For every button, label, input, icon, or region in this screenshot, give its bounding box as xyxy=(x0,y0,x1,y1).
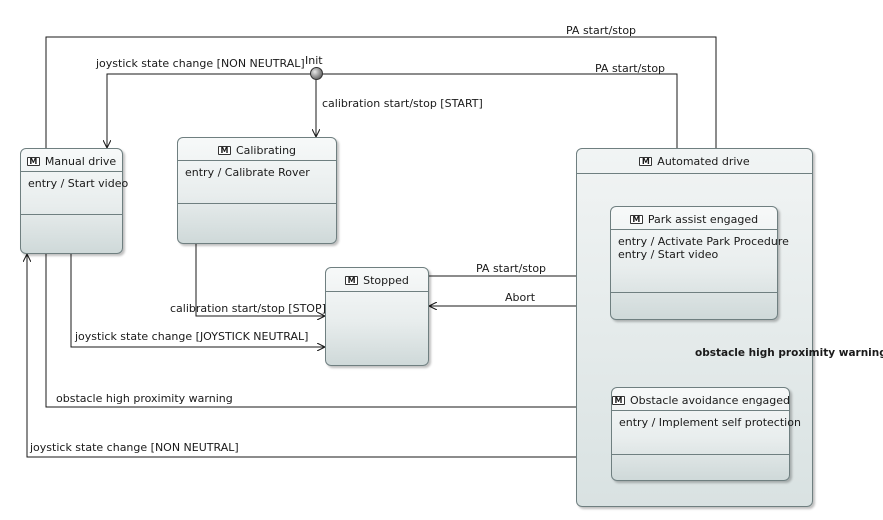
transition-manual-to-stopped xyxy=(70,254,325,347)
transition-label: PA start/stop xyxy=(595,62,666,75)
park-assist-entry-actions: entry / Activate Park Procedure entry / … xyxy=(611,230,789,293)
state-park-assist-engaged[interactable]: M Park assist engaged entry / Activate P… xyxy=(610,206,789,320)
transition-manual-to-obstacle xyxy=(45,254,611,407)
transition-calibrating-to-stopped xyxy=(195,244,325,316)
entry-action: entry / Activate Park Procedure xyxy=(618,235,789,248)
transition-manual-to-park-assist xyxy=(45,36,716,206)
module-icon: M xyxy=(345,276,359,285)
transition-automated-to-manual xyxy=(27,254,576,458)
park-assist-title: Park assist engaged xyxy=(647,212,759,226)
transition-label: joystick state change [NON NEUTRAL] xyxy=(30,441,239,454)
module-icon: M xyxy=(639,157,653,166)
module-icon: M xyxy=(217,146,231,155)
module-icon: M xyxy=(26,157,40,166)
transition-label: obstacle high proximity warning xyxy=(695,347,883,359)
transition-init-to-manual xyxy=(107,73,316,148)
transition-label: joystick state change [NON NEUTRAL] xyxy=(96,57,305,70)
initial-label: Init xyxy=(305,54,323,67)
transition-label: calibration start/stop [STOP] xyxy=(170,302,326,315)
entry-action: entry / Implement self protection xyxy=(619,416,801,429)
module-icon: M xyxy=(629,215,643,224)
obstacle-avoidance-header: M Obstacle avoidance engaged xyxy=(612,388,791,411)
calibrating-header: M Calibrating xyxy=(178,138,336,161)
automated-drive-title: Automated drive xyxy=(657,154,750,168)
manual-drive-title: Manual drive xyxy=(44,154,117,168)
state-manual-drive[interactable]: M Manual drive entry / Start video xyxy=(20,148,129,254)
park-assist-header: M Park assist engaged xyxy=(611,207,777,230)
automated-drive-header: M Automated drive xyxy=(577,149,812,174)
manual-drive-entry-actions: entry / Start video xyxy=(21,172,129,215)
entry-action: entry / Calibrate Rover xyxy=(185,166,310,179)
stopped-title: Stopped xyxy=(363,273,409,287)
state-stopped[interactable]: M Stopped xyxy=(325,267,429,366)
entry-action: entry / Start video xyxy=(28,177,129,190)
transition-label: calibration start/stop [START] xyxy=(322,97,483,110)
stopped-header: M Stopped xyxy=(326,268,428,292)
state-calibrating[interactable]: M Calibrating entry / Calibrate Rover xyxy=(177,137,337,244)
calibrating-entry-actions: entry / Calibrate Rover xyxy=(178,161,336,204)
transition-label: Abort xyxy=(505,291,536,304)
entry-action: entry / Start video xyxy=(618,248,719,261)
initial-pseudostate[interactable] xyxy=(310,67,323,80)
obstacle-avoidance-title: Obstacle avoidance engaged xyxy=(630,393,791,407)
transition-label: PA start/stop xyxy=(476,262,547,275)
transition-label: joystick state change [JOYSTICK NEUTRAL] xyxy=(75,330,309,343)
module-icon: M xyxy=(612,396,625,405)
obstacle-avoidance-entry-actions: entry / Implement self protection xyxy=(612,411,801,455)
manual-drive-header: M Manual drive xyxy=(21,149,122,172)
state-obstacle-avoidance-engaged[interactable]: M Obstacle avoidance engaged entry / Imp… xyxy=(611,387,801,481)
calibrating-title: Calibrating xyxy=(235,143,297,157)
transition-label: PA start/stop xyxy=(566,24,637,37)
transition-label: obstacle high proximity warning xyxy=(56,392,233,405)
